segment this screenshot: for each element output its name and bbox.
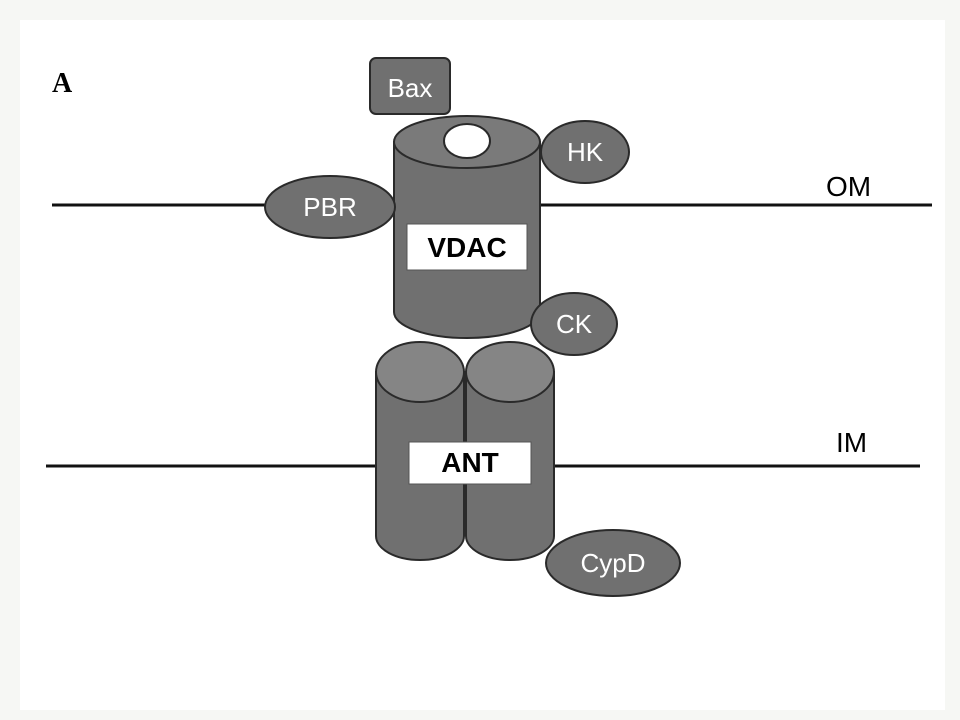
bax-label: Bax: [388, 73, 433, 103]
ant-complex: ANT: [375, 341, 555, 561]
vdac-complex: VDAC: [393, 115, 541, 339]
pbr-protein: PBR: [264, 175, 396, 239]
outer-membrane-label: OM: [826, 171, 871, 202]
ck-ellipse: [530, 292, 618, 356]
ck-label: CK: [556, 309, 593, 339]
pbr-label: PBR: [303, 192, 356, 222]
ant-label-box: [408, 441, 532, 485]
ck-protein: CK: [530, 292, 618, 356]
bax-box: [369, 57, 451, 115]
hk-ellipse: [540, 120, 630, 184]
ant-label: ANT: [441, 447, 499, 478]
inner-membrane-label: IM: [836, 427, 867, 458]
ant-cylinder-left-top: [375, 341, 465, 403]
vdac-label-box: [406, 223, 528, 271]
cypd-ellipse: [545, 529, 681, 597]
hk-protein: HK: [540, 120, 630, 184]
ant-cylinder-right-top: [465, 341, 555, 403]
bax-protein: Bax: [369, 57, 451, 115]
vdac-pore: [443, 123, 491, 159]
cypd-protein: CypD: [545, 529, 681, 597]
pbr-ellipse: [264, 175, 396, 239]
vdac-label: VDAC: [427, 232, 506, 263]
hk-label: HK: [567, 137, 604, 167]
panel-label: A: [52, 68, 73, 99]
cypd-label: CypD: [580, 548, 645, 578]
